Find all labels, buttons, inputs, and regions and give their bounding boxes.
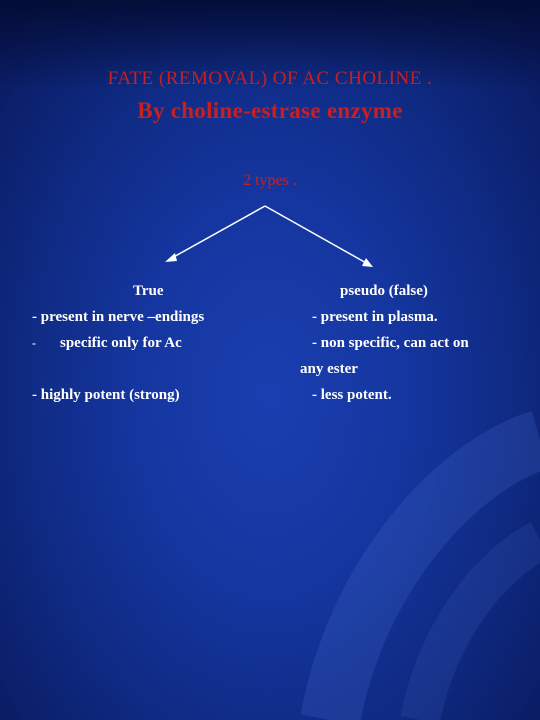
list-item: - highly potent (strong) (32, 387, 180, 403)
pseudo-type-column: pseudo (false) - present in plasma. - no… (300, 278, 520, 408)
true-type-column: True - present in nerve –endings - specif… (32, 278, 272, 408)
true-heading: True (133, 283, 164, 299)
list-item: - specific only for Ac (32, 330, 272, 356)
bullet-dash: - (32, 336, 36, 350)
list-item: - less potent. (312, 387, 392, 403)
slide-subtitle: By choline-estrase enzyme (137, 98, 403, 123)
list-item-text: specific only for Ac (60, 335, 182, 351)
pseudo-heading: pseudo (false) (340, 283, 428, 299)
list-item: - present in nerve –endings (32, 309, 205, 325)
background-top-shade (0, 0, 540, 90)
types-label: 2 types . (243, 172, 297, 189)
list-item: - non specific, can act on (312, 335, 469, 351)
arrow-left-head (165, 253, 177, 262)
list-item: - present in plasma. (312, 309, 438, 325)
list-item: any ester (300, 361, 358, 377)
slide-title: FATE (REMOVAL) OF AC CHOLINE . (107, 68, 433, 89)
arrow-left (169, 205, 266, 260)
arrow-right (264, 205, 369, 265)
arrow-right-head (362, 258, 373, 267)
